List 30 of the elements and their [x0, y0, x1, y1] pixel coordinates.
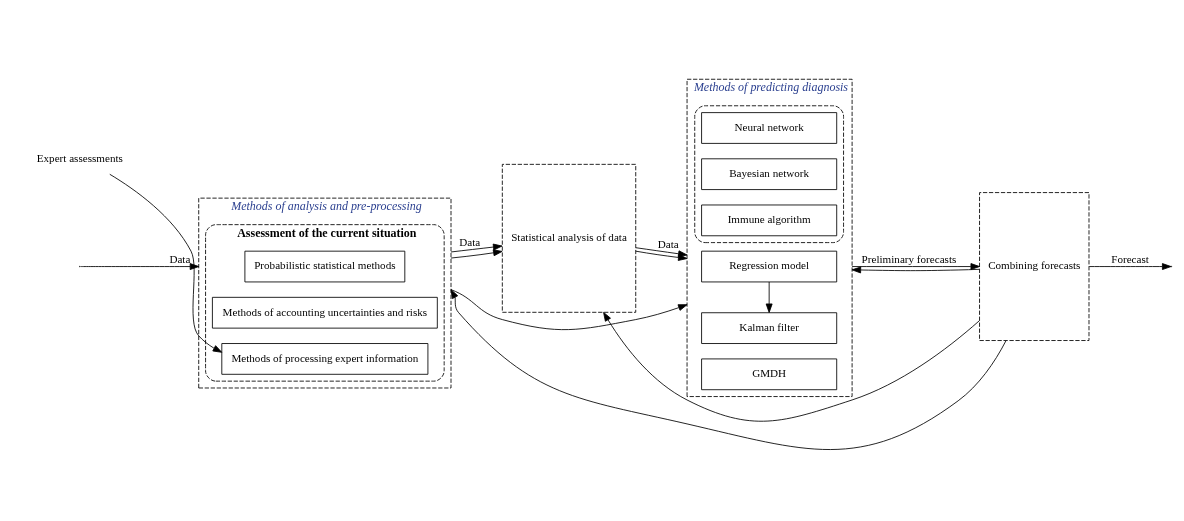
node-box: Methods of processing expert information [221, 342, 429, 375]
cluster [694, 104, 844, 243]
node-box: GMDH [701, 358, 838, 390]
arrow [450, 248, 503, 258]
arrow [450, 288, 688, 330]
arrow [851, 266, 980, 273]
arrow [80, 262, 200, 270]
node-box: Combining forecasts [979, 191, 1090, 341]
arrow [635, 246, 688, 257]
node-box: Immune algorithm [701, 204, 838, 236]
edge-label: Data [657, 237, 679, 250]
arrow [765, 281, 773, 313]
arrow [635, 250, 688, 261]
node-text: Expert assessments [36, 151, 123, 164]
arrow [450, 243, 503, 252]
node-box: Methods of accounting uncertainties and risks [211, 296, 438, 329]
node-box: Statistical analysis of data [501, 163, 637, 313]
edge-label: Data [459, 235, 481, 248]
edge-label: Forecast [1111, 252, 1149, 265]
arrow [450, 288, 1007, 450]
node-box: Probabilistic statistical methods [244, 250, 406, 282]
node-box: Neural network [701, 111, 838, 144]
node-box: Regression model [701, 250, 838, 282]
edge-label: Preliminary forecasts [861, 252, 957, 265]
arrow [109, 173, 223, 353]
node-box: Bayesian network [701, 157, 838, 190]
arrow [851, 262, 980, 270]
node-box: Kalman filter [701, 311, 838, 344]
edge-label: Data [169, 252, 191, 265]
arrow [603, 311, 980, 422]
